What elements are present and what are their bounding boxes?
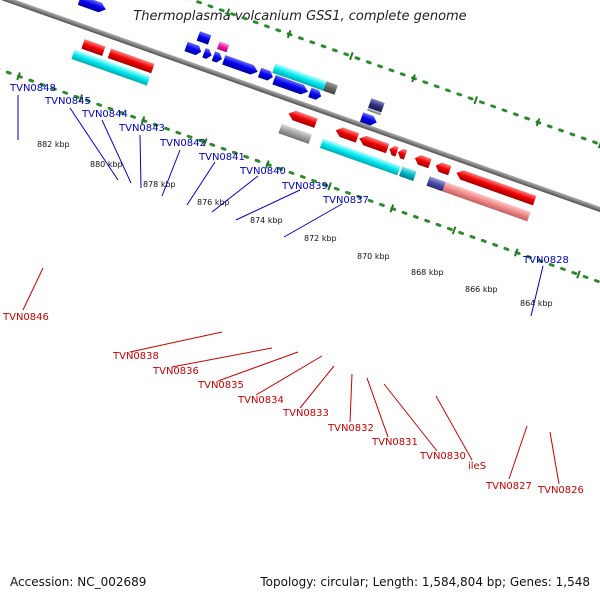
gene-TVN0833-a[interactable] — [388, 145, 399, 157]
gene-label-TVN0833[interactable]: TVN0833 — [282, 408, 329, 419]
forward-leaders — [17, 95, 544, 317]
gene-label-TVN0838[interactable]: TVN0838 — [112, 351, 159, 362]
gene-TVN0842[interactable] — [222, 55, 259, 76]
gene-TVN0844[interactable] — [184, 41, 202, 57]
gene-TVN0831[interactable] — [434, 161, 452, 176]
inner-scale-ring — [0, 54, 600, 332]
map-title: Thermoplasma volcanium GSS1, complete ge… — [133, 9, 467, 24]
gene-label-TVN0840[interactable]: TVN0840 — [239, 166, 286, 177]
gene-reverse-red-2[interactable] — [107, 48, 155, 74]
gene-label-TVN0846[interactable]: TVN0846 — [2, 312, 49, 323]
gene-label-TVN0830[interactable]: TVN0830 — [419, 451, 466, 462]
gene-TVN0834[interactable] — [358, 134, 390, 154]
gene-label-TVN0826[interactable]: TVN0826 — [537, 485, 584, 496]
scale-label: 876 kbp — [197, 198, 230, 207]
scale-label: 872 kbp — [304, 234, 337, 243]
gene-small-arrow-2[interactable] — [211, 51, 224, 63]
scale-label: 868 kbp — [411, 268, 444, 277]
scale-label: 878 kbp — [143, 180, 176, 189]
gene-label-TVN0831[interactable]: TVN0831 — [371, 437, 418, 448]
gene-label-TVN0836[interactable]: TVN0836 — [152, 366, 199, 377]
gene-label-TVN0837[interactable]: TVN0837 — [322, 195, 369, 206]
gene-TVN0840[interactable] — [287, 68, 327, 91]
gene-teal-small[interactable] — [399, 166, 417, 181]
gene-label-TVN0841[interactable]: TVN0841 — [198, 152, 245, 163]
gene-TVN0843[interactable] — [217, 41, 230, 53]
gene-TVN0841[interactable] — [272, 63, 291, 79]
gene-label-TVN0842[interactable]: TVN0842 — [159, 138, 206, 149]
gene-TVN0839-arrow[interactable] — [272, 74, 309, 96]
gene-reverse-red-1[interactable] — [81, 39, 106, 56]
gene-label-TVN0832[interactable]: TVN0832 — [327, 423, 374, 434]
scale-label: 864 kbp — [520, 299, 553, 308]
inner-ticks — [16, 72, 581, 279]
gene-forward-arrow[interactable] — [77, 0, 108, 14]
gene-label-TVN0844[interactable]: TVN0844 — [81, 109, 128, 120]
gene-blue-arrow-small[interactable] — [308, 87, 323, 101]
scale-label: 874 kbp — [250, 216, 283, 225]
gene-ileS[interactable] — [442, 181, 531, 222]
gene-gray-block[interactable] — [323, 81, 338, 95]
gene-label-ileS[interactable]: ileS — [468, 461, 486, 472]
accession-text: Accession: NC_002689 — [10, 575, 147, 589]
gene-TVN0838[interactable] — [287, 109, 318, 128]
scale-label: 880 kbp — [90, 160, 123, 169]
gene-label-TVN0848[interactable]: TVN0848 — [9, 83, 56, 94]
reverse-leaders — [22, 267, 560, 485]
outer-scale-ring — [3, 0, 600, 209]
gene-label-TVN0827[interactable]: TVN0827 — [485, 481, 532, 492]
gene-label-TVN0845[interactable]: TVN0845 — [44, 96, 91, 107]
gene-TVN0837-sub[interactable] — [367, 107, 382, 116]
gene-TVN0837[interactable] — [368, 98, 385, 113]
genome-summary: Topology: circular; Length: 1,584,804 bp… — [260, 575, 590, 589]
gene-TVN0845[interactable] — [196, 31, 212, 45]
forward-labels: TVN0848 TVN0845 TVN0844 TVN0843 TVN0842 … — [9, 83, 569, 266]
scale-label: 870 kbp — [357, 252, 390, 261]
gene-TVN0846[interactable] — [71, 49, 151, 86]
gene-TVN0832[interactable] — [413, 154, 432, 169]
gene-TVN0835[interactable] — [334, 125, 360, 143]
gene-TVN0830[interactable] — [455, 168, 537, 206]
gene-label-TVN0828[interactable]: TVN0828 — [522, 255, 569, 266]
reverse-labels: TVN0846 TVN0838 TVN0836 TVN0835 TVN0834 … — [2, 312, 584, 496]
gene-label-TVN0835[interactable]: TVN0835 — [197, 380, 244, 391]
scale-label: 866 kbp — [465, 285, 498, 294]
gene-label-TVN0839[interactable]: TVN0839 — [281, 181, 328, 192]
gene-small-arrow[interactable] — [202, 48, 213, 60]
gene-label-TVN0843[interactable]: TVN0843 — [118, 123, 165, 134]
outer-ticks — [225, 8, 600, 149]
genome-backbone — [0, 0, 600, 268]
gene-slate-small[interactable] — [426, 176, 446, 192]
gene-cyan-long[interactable] — [319, 138, 401, 176]
gene-forward-small[interactable] — [257, 67, 275, 82]
gene-TVN0836[interactable] — [278, 123, 312, 144]
gene-TVN0837-arrow[interactable] — [359, 112, 378, 127]
scale-labels: 882 kbp 880 kbp 878 kbp 876 kbp 874 kbp … — [37, 140, 553, 308]
gene-label-TVN0834[interactable]: TVN0834 — [237, 395, 284, 406]
scale-label: 882 kbp — [37, 140, 70, 149]
gene-TVN0833-b[interactable] — [396, 148, 408, 160]
